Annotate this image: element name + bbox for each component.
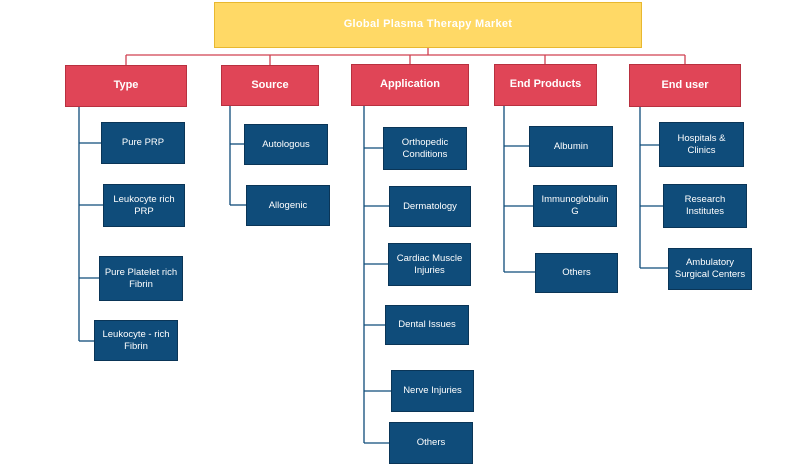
leaf-research-institutes: Research Institutes [663, 184, 747, 228]
leaf-leukocyte-rich-prp: Leukocyte rich PRP [103, 184, 185, 227]
leaf-immunoglobulin-g: Immunoglobulin G [533, 185, 617, 227]
leaf-leukocyte-rich-fibrin: Leukocyte - rich Fibrin [94, 320, 178, 361]
leaf-dermatology: Dermatology [389, 186, 471, 227]
leaf-hospitals-clinics: Hospitals & Clinics [659, 122, 744, 167]
root-label: Global Plasma Therapy Market [343, 18, 513, 31]
leaf-pure-prp: Pure PRP [101, 122, 185, 164]
leaf-albumin: Albumin [529, 126, 613, 167]
category-label: Type [113, 79, 139, 92]
category-application: Application [351, 64, 469, 106]
category-end-user: End user [629, 64, 741, 107]
category-source: Source [221, 65, 319, 106]
root-node: Global Plasma Therapy Market [214, 2, 642, 48]
leaf-allogenic: Allogenic [246, 185, 330, 226]
category-label: End Products [509, 78, 582, 91]
category-label: End user [661, 78, 709, 91]
leaf-nerve-injuries: Nerve Injuries [391, 370, 474, 412]
category-end-products: End Products [494, 64, 597, 106]
leaf-orthopedic-conditions: Orthopedic Conditions [383, 127, 467, 170]
leaf-cardiac-muscle-injuries: Cardiac Muscle Injuries [388, 243, 471, 286]
leaf-end-products-others: Others [535, 253, 618, 293]
category-type: Type [65, 65, 187, 107]
leaf-dental-issues: Dental Issues [385, 305, 469, 345]
category-label: Source [251, 78, 289, 91]
leaf-application-others: Others [389, 422, 473, 464]
leaf-pure-platelet-rich-fibrin: Pure Platelet rich Fibrin [99, 256, 183, 301]
category-label: Application [380, 78, 440, 91]
leaf-autologous: Autologous [244, 124, 328, 165]
leaf-ambulatory-surgical-centers: Ambulatory Surgical Centers [668, 248, 752, 290]
